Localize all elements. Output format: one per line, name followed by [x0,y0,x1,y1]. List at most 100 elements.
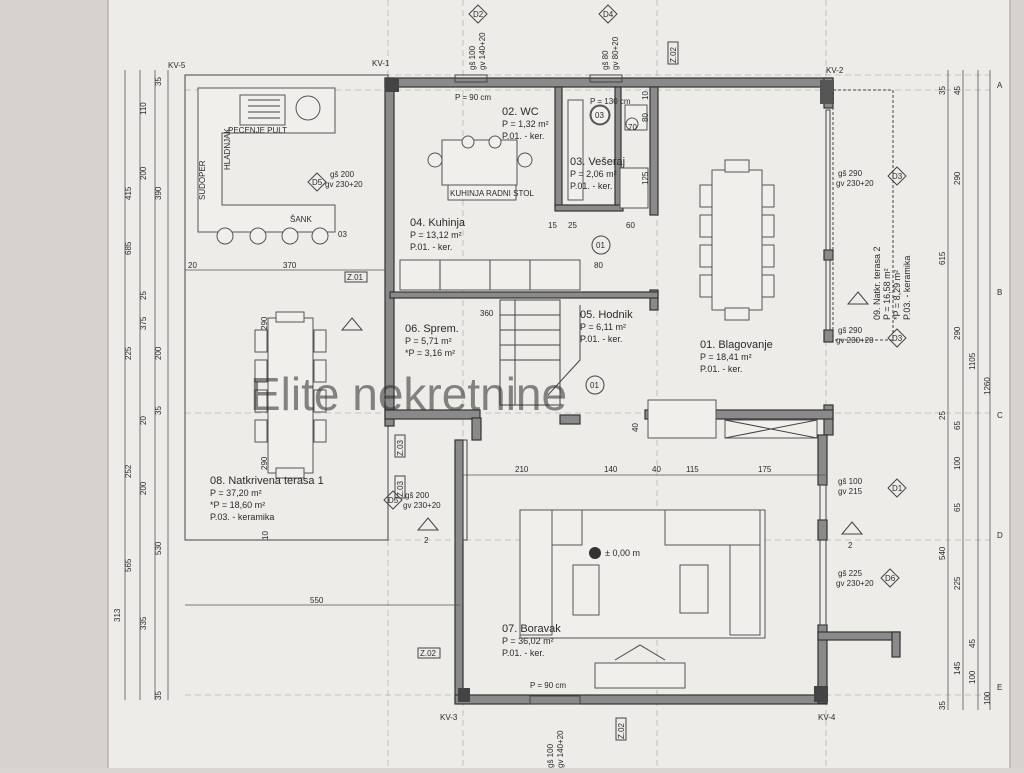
marker-d6: D6 [885,574,896,583]
marker-d2: D2 [473,10,484,19]
door-d5b-height: gv 230+20 [403,501,441,510]
dim-left-17: 313 [113,608,122,622]
marker-01-b: 01 [590,381,599,390]
inner-kitchen: KUHINJA RADNI STOL [399,135,581,291]
fridge-label: HLADNJAK [223,128,232,170]
dim-left-12: 20 [139,416,148,425]
room-08-name: 08. Natkrivena terasa 1 [210,475,324,487]
room-08-floor: P.03. - keramika [210,512,274,522]
door-d6-height: gv 230+20 [836,579,874,588]
wc-fixtures [567,99,649,209]
dim-right-1: 35 [938,86,947,95]
z-tags: Z.01 Z.02 Z.03 Z.03 Z.02 Z.02 [344,41,679,741]
dim-20: 20 [188,261,197,270]
axis-letter-b: B [997,288,1002,297]
top-door-2-gv: gv 80+20 [611,36,620,70]
level-marker: ± 0,00 m [605,548,640,558]
door-d3-width: gš 290 [838,169,863,178]
dim-10-v: 10 [641,91,650,100]
dim-left-19: 35 [154,691,163,700]
dim-290-a: 290 [260,316,269,330]
tag-z02-top: Z.02 [669,46,678,63]
axis-letter-a: A [997,81,1003,90]
room-09-area: P = 16,58 m² [882,268,892,320]
room-06-name: 06. Sprem. [405,323,459,335]
dim-125: 125 [641,171,650,185]
top-door-1-gv: gv 140+20 [478,32,487,70]
left-dimensions: 35 110 415 200 390 685 25 375 225 200 35… [113,70,169,700]
dim-left-3: 415 [124,186,133,200]
bar-label: ŠANK [290,215,312,224]
room-05-area: P = 6,11 m² [580,322,626,332]
bottom-door-gs: gš 100 [546,743,555,768]
marker-d5-a: D5 [312,178,323,187]
room-05-floor: P.01. - ker. [580,334,622,344]
dim-left-6: 685 [124,241,133,255]
room-03-area: P = 2,06 m² [570,169,617,179]
marker-d4: D4 [603,10,614,19]
dim-70: 70 [628,123,637,132]
room-02-area: P = 1,32 m² [502,119,549,129]
dim-left-15: 565 [124,558,133,572]
dim-right-13: 225 [953,576,962,590]
right-dimensions: 35 45 290 615 290 1105 1260 25 65 100 65… [938,70,992,710]
inner-dimensions: 20 370 550 210 140 40 115 175 360 290 29… [185,91,826,606]
dim-right-14: 45 [968,639,977,648]
room-01-area: P = 18,41 m² [700,352,752,362]
dining-table [699,159,775,321]
dim-left-8: 375 [139,316,148,330]
room-09-floor: P.03. - keramika [902,256,912,320]
room-04-floor: P.01. - ker. [410,242,452,252]
kv-4: KV-4 [818,713,836,722]
room-02-name: 02. WC [502,106,539,118]
dim-right-7: 1260 [983,377,992,395]
dim-80-v: 80 [641,113,650,122]
dim-left-5: 390 [154,186,163,200]
marker-03-b: 03 [338,230,347,239]
dim-right-15: 145 [953,661,962,675]
cabinets [647,399,818,439]
marker-d3-a: D3 [892,172,903,181]
dim-left-16: 530 [154,541,163,555]
dim-right-11: 65 [953,503,962,512]
door-d1-width: gš 100 [838,477,863,486]
room-labels: 01. Blagovanje P = 18,41 m² P.01. - ker.… [210,106,912,658]
door-top-1-width: P = 90 cm [455,93,491,102]
dim-left-14: 200 [139,481,148,495]
room-03-name: 03. Vešeraj [570,156,625,168]
top-door-2-gs: gš 80 [601,50,610,70]
dim-right-10: 100 [953,456,962,470]
door-d5-height: gv 230+20 [325,180,363,189]
room-07-area: P = 36,02 m² [502,636,554,646]
room-09-area-2: *P = 8,29 m² [892,270,902,320]
room-02-floor: P.01. - ker. [502,131,544,141]
room-08-area: P = 37,20 m² [210,488,262,498]
section-mark-2-b: 2 [848,541,853,550]
dim-left-2: 110 [139,102,148,115]
door-top-2-width: P = 130 cm [590,97,631,106]
door-notes: P = 90 cm P = 130 cm P = 90 cm gš 200 gv… [325,93,874,690]
axis-letter-c: C [997,411,1003,420]
room-06-area: P = 5,71 m² [405,336,452,346]
marker-d5-b: D5 [388,496,399,505]
terrace-2-outline [832,89,894,341]
dim-left-9: 225 [124,346,133,360]
kv-3: KV-3 [440,713,458,722]
room-05-name: 05. Hodnik [580,309,633,321]
room-03-floor: P.01. - ker. [570,181,612,191]
dim-right-12: 540 [938,546,947,560]
openings [454,74,831,705]
top-door-1-gs: gš 100 [468,45,477,70]
dim-80: 80 [594,261,603,270]
dim-right-16: 100 [968,670,977,684]
room-09-name: 09. Natkr. terasa 2 [872,246,882,320]
kv-1: KV-1 [372,59,390,68]
room-06-area-2: *P = 3,16 m² [405,348,455,358]
kv-labels: KV-5 KV-1 KV-2 KV-3 KV-4 [168,59,844,722]
dim-left-13: 252 [124,464,133,478]
room-07-floor: P.01. - ker. [502,648,544,658]
axis-markers: D2 D4 D5 D5 D3 D3 D1 D6 01 01 03 03 [307,4,907,588]
door-d5b-width: gš 200 [405,491,430,500]
dim-left-18: 335 [139,616,148,630]
